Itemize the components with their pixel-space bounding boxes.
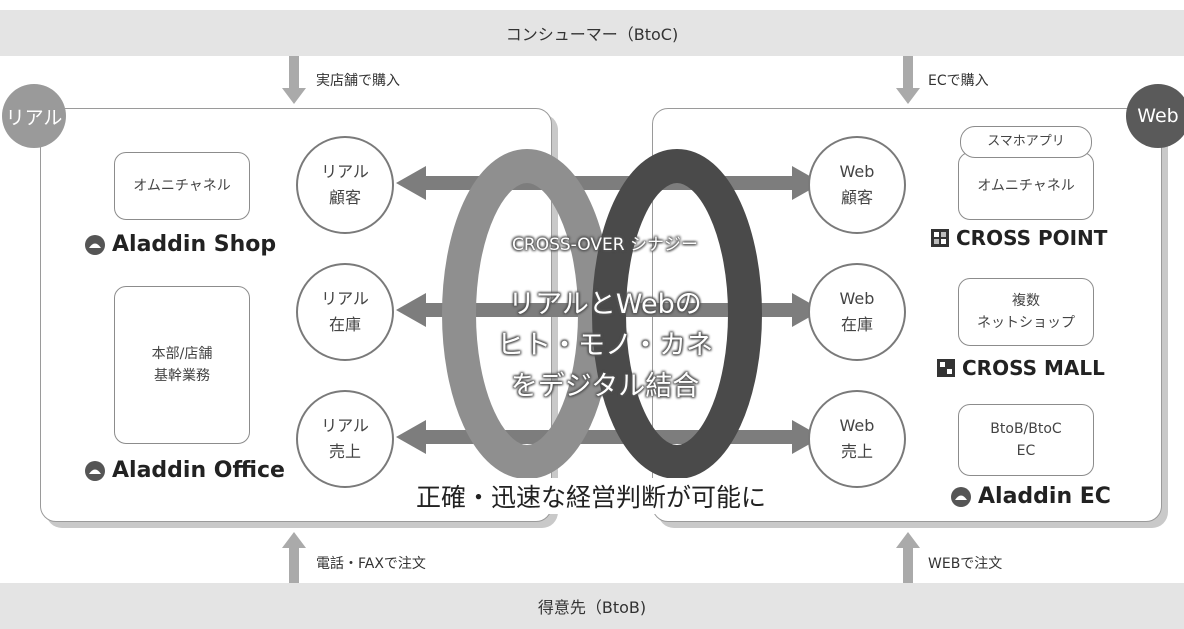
web-order-label: WEBで注文 (928, 556, 1003, 572)
center-line-1: リアルとWebの (508, 289, 702, 320)
web-tag: Web (1126, 84, 1184, 148)
web-order-arrow-shaft (903, 547, 913, 583)
web-stock-circle: Web 在庫 (808, 263, 906, 361)
client-band: 得意先（BtoB) (0, 583, 1184, 629)
real-customer-circle: リアル 顧客 (296, 136, 394, 234)
crosspoint-logo-icon (931, 229, 949, 247)
crossmall-brand: CROSS MALL (936, 356, 1105, 380)
phone-fax-arrow-head (282, 532, 306, 548)
aladdin-lamp-icon (85, 234, 105, 255)
consumer-band: コンシューマー（BtoC) (0, 10, 1184, 56)
phone-fax-label: 電話・FAXで注文 (316, 556, 426, 572)
multi-shop-box: 複数 ネットショップ (958, 278, 1094, 346)
aladdin-office-text: Aladdin Office (112, 458, 285, 483)
smartphone-app-pill: スマホアプリ (960, 126, 1092, 158)
real-omni-box: オムニチャネル (114, 152, 250, 220)
web-tag-label: Web (1137, 105, 1179, 127)
aladdin-shop-brand: Aladdin Shop (84, 232, 276, 257)
sales-link-arrow (396, 420, 822, 454)
real-buy-arrow-shaft (289, 56, 299, 90)
aladdin-office-brand: Aladdin Office (84, 458, 285, 483)
web-customer-circle: Web 顧客 (808, 136, 906, 234)
crosspoint-brand: CROSS POINT (930, 226, 1107, 250)
aladdin-lamp-icon (85, 460, 105, 481)
ec-buy-arrow-shaft (903, 56, 913, 90)
real-buy-arrow-head (282, 88, 306, 104)
center-line-2: ヒト・モノ・カネ (497, 330, 713, 361)
ec-buy-arrow-head (896, 88, 920, 104)
real-tag: リアル (2, 84, 66, 148)
btob-ec-box: BtoB/BtoC EC (958, 404, 1094, 476)
web-order-arrow-head (896, 532, 920, 548)
aladdin-lamp-icon (951, 486, 971, 507)
synergy-label: CROSS-OVER シナジー (512, 235, 698, 255)
consumer-band-label: コンシューマー（BtoC) (505, 25, 679, 44)
crosspoint-text: CROSS POINT (956, 226, 1108, 250)
decision-message: 正確・迅速な経営判断が可能に (410, 478, 773, 514)
phone-fax-arrow-shaft (289, 547, 299, 583)
aladdin-shop-text: Aladdin Shop (112, 232, 277, 257)
customer-link-arrow (396, 166, 822, 200)
aladdin-ec-text: Aladdin EC (978, 484, 1111, 509)
web-sales-circle: Web 売上 (808, 390, 906, 488)
web-loop (592, 149, 762, 479)
client-band-label: 得意先（BtoB) (537, 598, 647, 617)
web-omni-box: オムニチャネル (958, 152, 1094, 220)
crossmall-logo-icon (937, 359, 955, 377)
real-buy-label: 実店舗で購入 (316, 73, 400, 89)
real-sales-circle: リアル 売上 (296, 390, 394, 488)
real-stock-circle: リアル 在庫 (296, 263, 394, 361)
real-tag-label: リアル (5, 106, 63, 129)
ec-buy-label: ECで購入 (928, 73, 989, 89)
aladdin-ec-brand: Aladdin EC (950, 484, 1111, 509)
real-office-box: 本部/店舗 基幹業務 (114, 286, 250, 444)
crossmall-text: CROSS MALL (962, 356, 1105, 380)
center-line-3: をデジタル結合 (510, 371, 700, 402)
